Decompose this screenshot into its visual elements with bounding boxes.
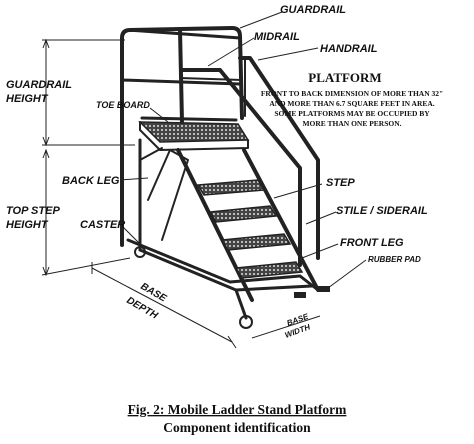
label-caster: CASTER [80, 219, 125, 231]
label-midrail: MIDRAIL [254, 31, 300, 43]
midrail [120, 77, 243, 86]
platform-note-line-1: FRONT TO BACK DIMENSION OF MORE THAN 32" [261, 89, 443, 98]
dimension-lines [41, 38, 321, 349]
caster [134, 246, 253, 329]
figure-caption-subtitle: Component identification [163, 420, 311, 435]
platform-note-line-4: MORE THAN ONE PERSON. [302, 119, 401, 128]
platform-note-line-3: SOME PLATFORMS MAY BE OCCUPIED BY [274, 109, 430, 118]
label-handrail: HANDRAIL [320, 43, 378, 55]
ladder-illustration [120, 26, 330, 329]
figure-caption-title: Fig. 2: Mobile Ladder Stand Platform [128, 402, 347, 417]
guardrail [120, 26, 244, 247]
label-stile-siderail: STILE / SIDERAIL [336, 205, 428, 217]
label-back-leg: BACK LEG [62, 175, 120, 187]
base-frame [126, 238, 320, 320]
platform-note-line-2: AND MORE THAN 6.7 SQUARE FEET IN AREA. [269, 99, 434, 108]
rubber-pad [294, 286, 330, 298]
toe-board [140, 116, 238, 122]
label-base-depth-1: BASE [139, 281, 169, 305]
handrail [180, 56, 320, 267]
label-toe-board: TOE BOARD [96, 100, 150, 110]
steps [196, 179, 304, 279]
leader-lines [119, 11, 367, 289]
label-guardrail-height-2: HEIGHT [6, 93, 49, 105]
platform-deck [138, 121, 250, 143]
label-guardrail-height-1: GUARDRAIL [6, 79, 72, 91]
label-rubber-pad: RUBBER PAD [368, 255, 421, 264]
label-guardrail: GUARDRAIL [280, 4, 346, 16]
label-top-step-height-1: TOP STEP [6, 205, 60, 217]
label-step: STEP [326, 177, 355, 189]
platform-title: PLATFORM [308, 70, 381, 85]
label-front-leg: FRONT LEG [340, 237, 404, 249]
label-top-step-height-2: HEIGHT [6, 219, 49, 231]
